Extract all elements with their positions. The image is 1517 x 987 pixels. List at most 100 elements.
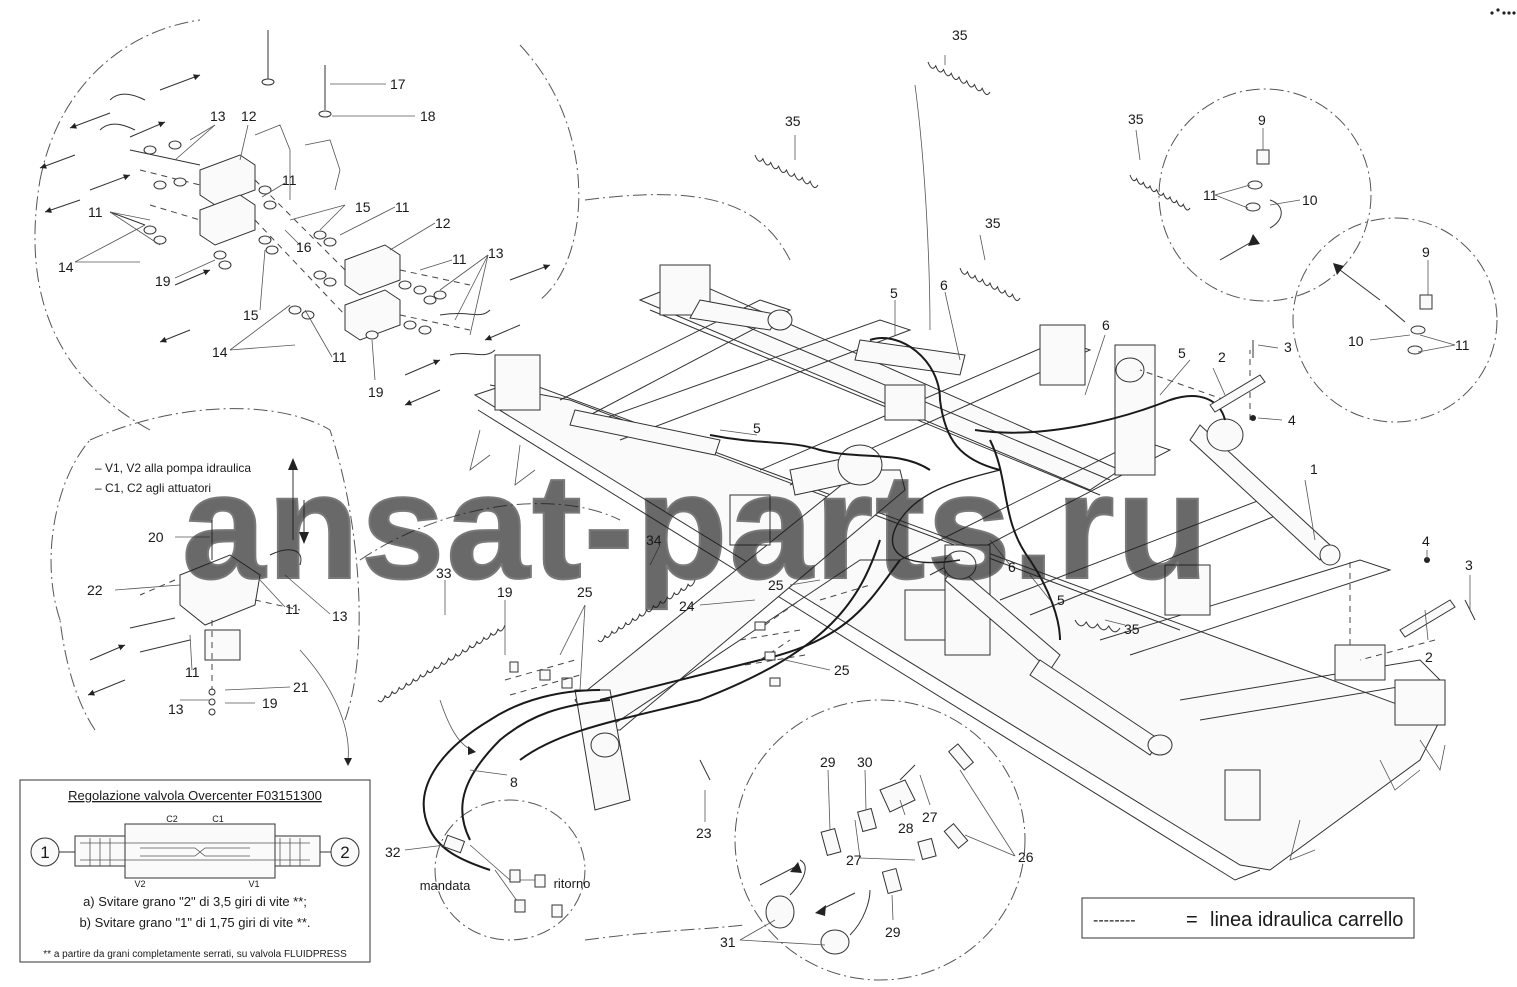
callout-numbers: 1 2 2 3 3 4 4 5 5 5 5 6 6 6 8 9 9 10 10 … (58, 27, 1473, 950)
spring-icon (1129, 174, 1191, 211)
callout-3: 3 (1465, 557, 1473, 573)
flow-arrow-icon (87, 679, 126, 696)
flow-arrow-icon (484, 324, 521, 341)
spring-icon (1074, 619, 1121, 633)
fitting-icon (323, 277, 337, 287)
leader-lines (74, 55, 1471, 946)
detail-circle-valve-block-top (34, 19, 580, 431)
fitting-icon (153, 235, 167, 245)
callout-10: 10 (1302, 192, 1318, 208)
callout-12: 12 (241, 108, 257, 124)
spring-icon (597, 579, 696, 643)
callout-4: 4 (1288, 412, 1296, 428)
screw-2-label: 2 (340, 843, 349, 862)
leader-to-valve-box (299, 649, 349, 761)
fitting-icon (258, 185, 272, 195)
footnote: ** a partire da grani completamente serr… (43, 949, 347, 960)
callout-30: 30 (857, 754, 873, 770)
legend-dash-sample: -------- (1093, 912, 1136, 929)
callout-23: 23 (696, 825, 712, 841)
detail-circle-quick-couplers (434, 799, 586, 941)
step-b: b) Svitare grano "1" di 1,75 giri di vit… (79, 915, 310, 930)
arrow-head (70, 122, 77, 129)
callout-5: 5 (1057, 592, 1065, 608)
callout-9: 9 (1422, 244, 1430, 260)
flow-arrow-icon (69, 112, 111, 129)
arrow-head (123, 174, 130, 181)
callout-19: 19 (497, 584, 513, 600)
fitting-icon (413, 285, 427, 295)
spring-icon (959, 267, 1021, 302)
leader-35-top (914, 84, 931, 331)
arrow-head (118, 644, 125, 651)
fitting-details-right (1219, 149, 1433, 355)
detail-circle-overcenter (50, 408, 360, 731)
arrow-head (344, 758, 352, 766)
callout-35: 35 (1124, 621, 1140, 637)
callout-29: 29 (820, 754, 836, 770)
spring-icon (927, 61, 991, 96)
callout-35: 35 (952, 27, 968, 43)
port-c1: C1 (212, 814, 224, 824)
fitting-icon (313, 270, 327, 280)
label-mandata: mandata (420, 878, 471, 893)
detail-connector (584, 924, 746, 941)
callout-19: 19 (368, 384, 384, 400)
callout-25: 25 (834, 662, 850, 678)
callout-6: 6 (1008, 559, 1016, 575)
callout-34: 34 (646, 532, 662, 548)
arrow-head (40, 162, 47, 169)
spring-icon (377, 624, 506, 703)
callout-11: 11 (282, 172, 297, 188)
callout-27: 27 (922, 809, 938, 825)
flow-arrow-icon (159, 74, 201, 91)
port-c2: C2 (166, 814, 178, 824)
callout-29: 29 (885, 924, 901, 940)
arrow-head (193, 74, 200, 81)
coupler-details (442, 743, 975, 955)
flow-arrow-icon (129, 121, 166, 138)
arrow-head (203, 269, 210, 276)
legend-text: linea idraulica carrello (1210, 909, 1403, 931)
arrow-head (433, 359, 440, 366)
detail-circle-couplers (734, 699, 1026, 981)
callout-22: 22 (87, 582, 103, 598)
fitting-icon (258, 235, 272, 245)
callout-8: 8 (510, 774, 518, 790)
callout-28: 28 (898, 820, 914, 836)
fitting-icon (168, 140, 182, 150)
callout-24: 24 (679, 598, 695, 614)
detail-callout-lead (359, 194, 791, 561)
callout-35: 35 (785, 113, 801, 129)
callout-11: 11 (1203, 187, 1218, 203)
callout-11: 11 (395, 199, 410, 215)
legend: -------- = linea idraulica carrello (1081, 897, 1415, 939)
fitting-icon (143, 145, 157, 155)
callout-15: 15 (243, 307, 259, 323)
callout-15: 15 (355, 199, 371, 215)
fitting-icon (173, 177, 187, 187)
fitting-icon (153, 180, 167, 190)
port-v1: V1 (248, 879, 259, 889)
detail-circle-fitting-a (1158, 88, 1372, 302)
flow-arrow-icon (89, 174, 131, 191)
menu-icon[interactable] (1490, 8, 1516, 15)
arrow-head (45, 207, 52, 213)
callout-10: 10 (1348, 333, 1364, 349)
step-a: a) Svitare grano "2" di 3,5 giri di vite… (83, 894, 307, 909)
fitting-icon (313, 230, 327, 240)
watermark: ansat-parts.ru (182, 442, 1210, 610)
flow-arrow-icon (404, 389, 441, 406)
callout-6: 6 (940, 277, 948, 293)
fitting-icon (403, 320, 417, 330)
fitting-icon (433, 290, 447, 300)
callout-14: 14 (212, 344, 228, 360)
callout-11: 11 (185, 664, 200, 680)
valve-block-exploded (39, 30, 551, 696)
callout-11: 11 (332, 349, 347, 365)
callout-32: 32 (385, 844, 401, 860)
spring-icon (754, 154, 819, 189)
flow-arrow-icon (404, 359, 441, 376)
label-ritorno: ritorno (554, 876, 591, 891)
